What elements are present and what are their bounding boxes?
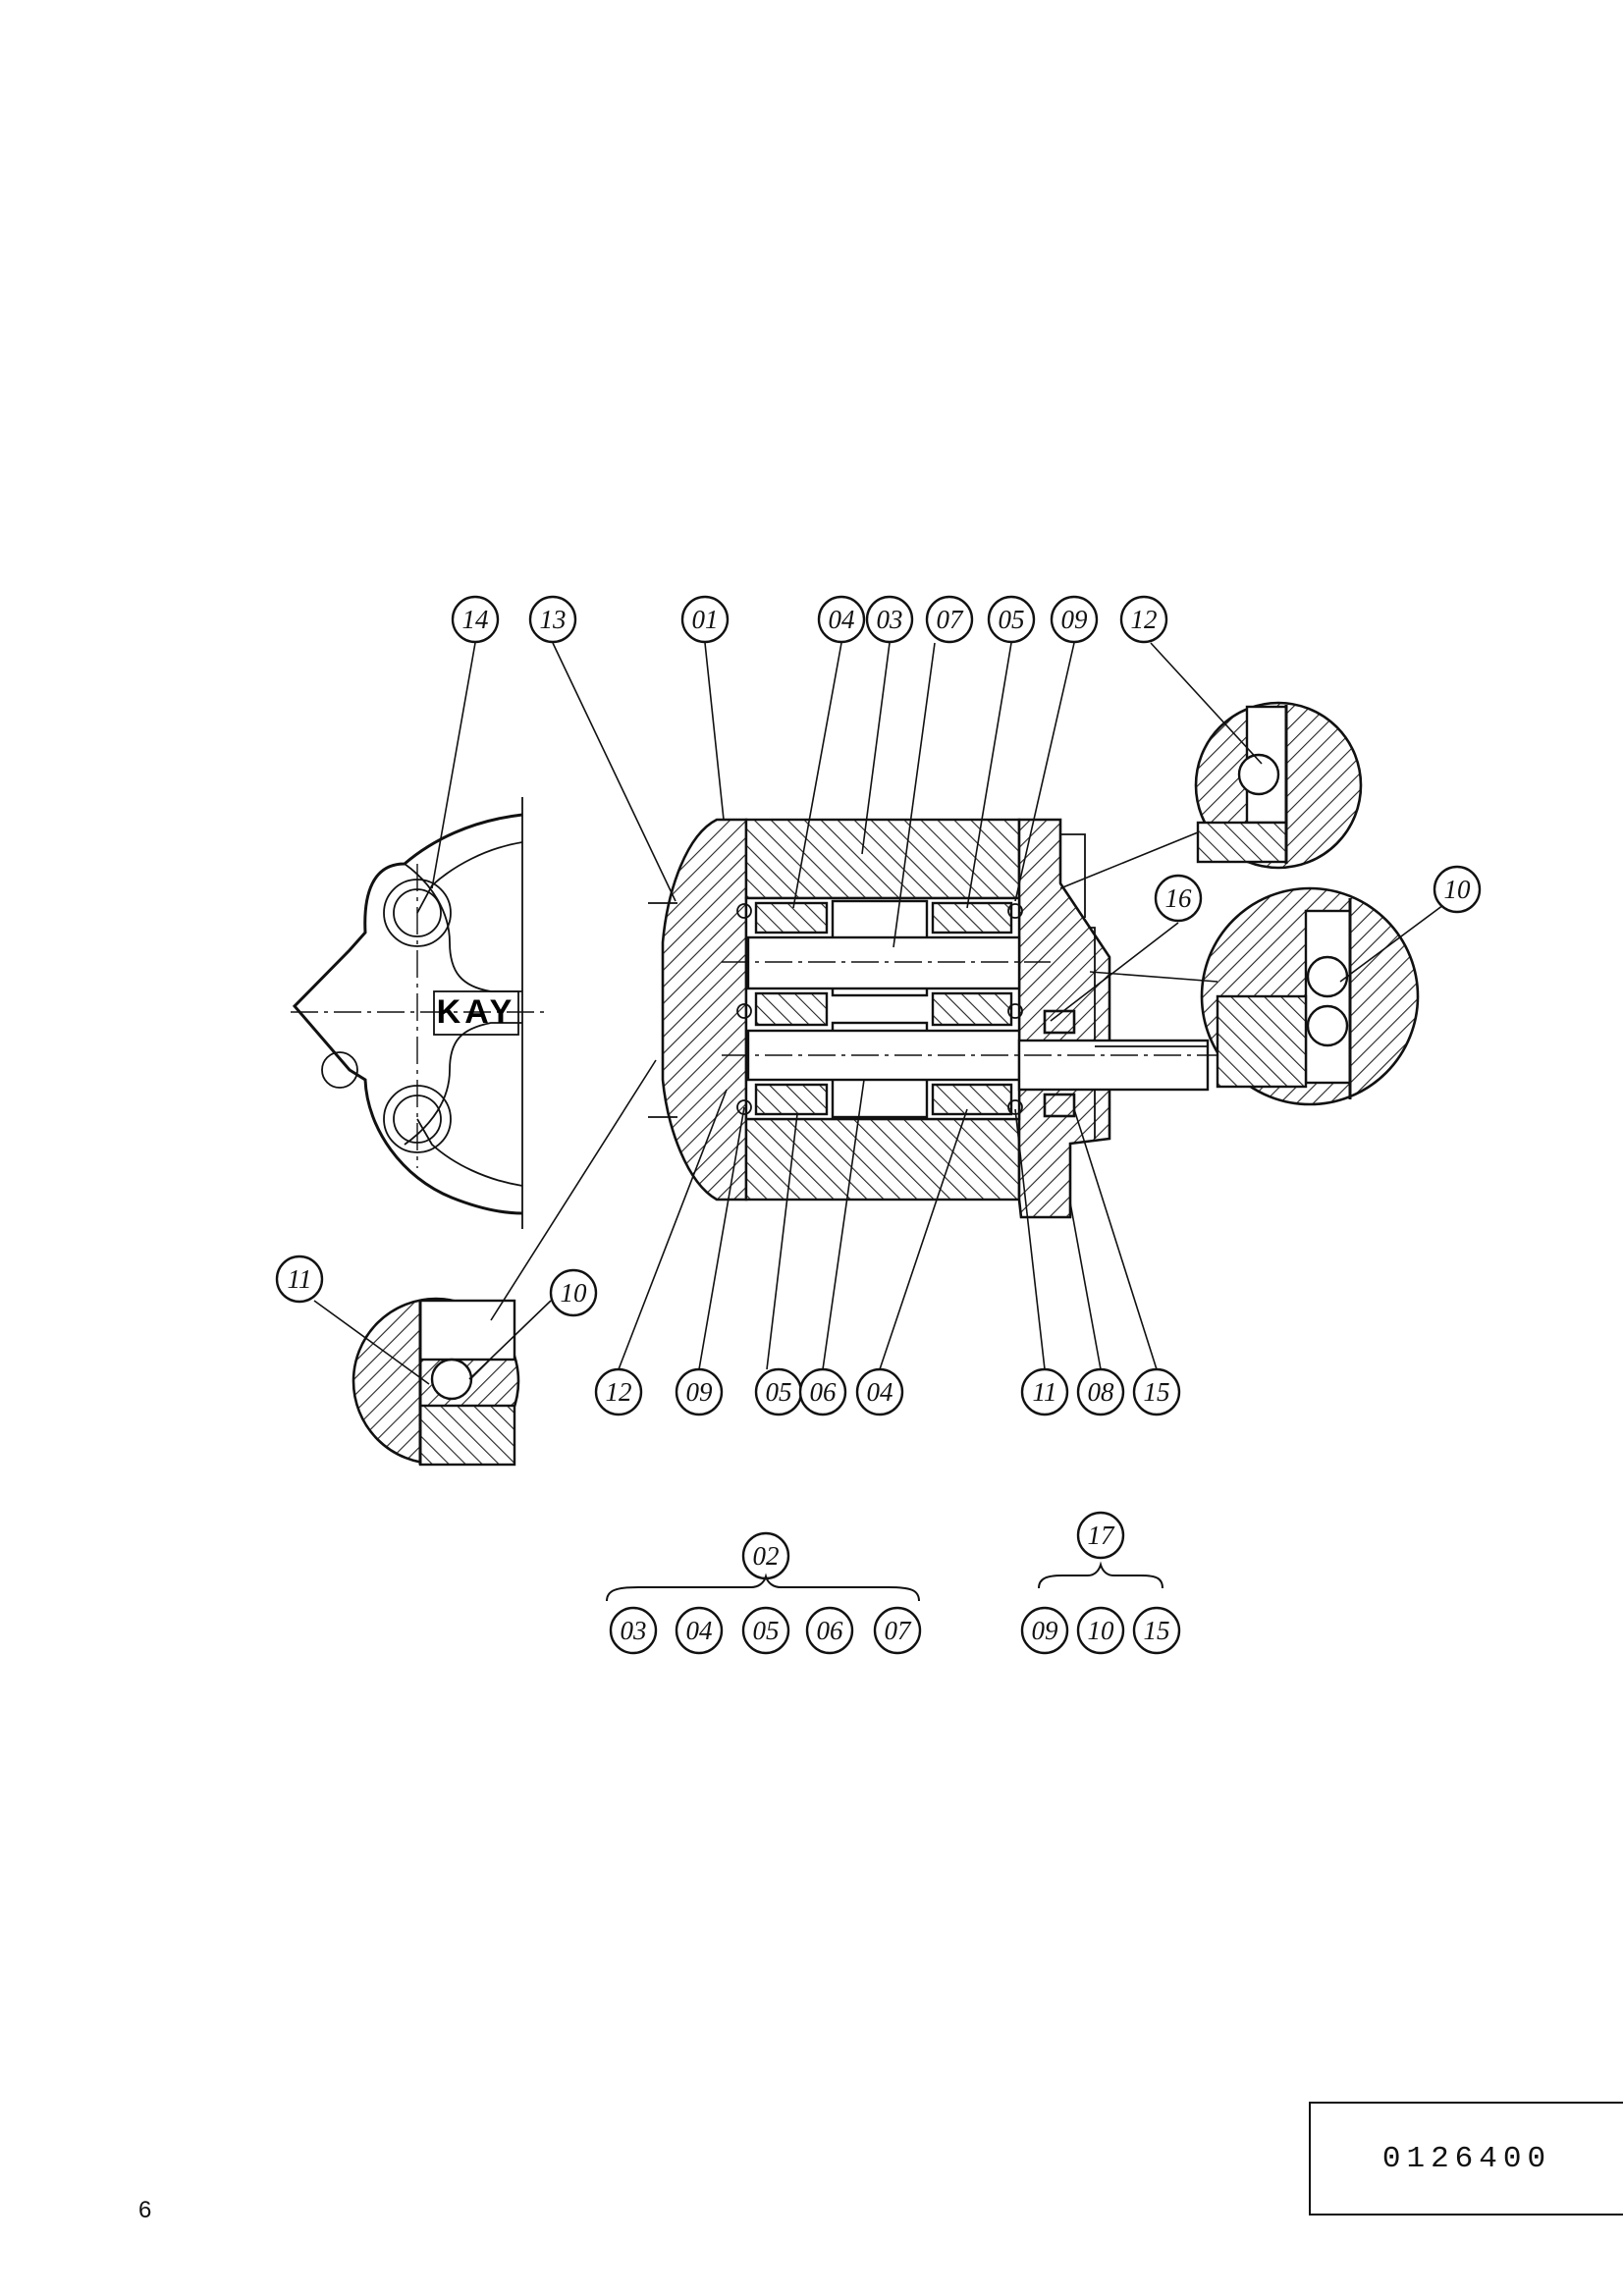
callout-09: 09 — [1050, 595, 1099, 644]
svg-text:02: 02 — [753, 1541, 780, 1571]
callouts-detail-left: 11 10 — [275, 1255, 598, 1317]
callout-04: 04 — [817, 595, 866, 644]
assembly-group-02: 02 03 04 05 06 07 — [606, 1531, 922, 1655]
svg-text:09: 09 — [1032, 1616, 1059, 1645]
callout-07: 07 — [925, 595, 974, 644]
svg-text:04: 04 — [829, 605, 855, 634]
svg-text:03: 03 — [621, 1616, 647, 1645]
callout-02-part-03: 03 — [609, 1606, 658, 1655]
svg-text:01: 01 — [692, 605, 719, 634]
svg-text:07: 07 — [937, 605, 965, 634]
callouts-bottom: 12 09 05 06 04 11 08 15 — [594, 1367, 1181, 1416]
callouts-side: 16 10 — [1154, 865, 1482, 923]
callout-11-left: 11 — [275, 1255, 324, 1304]
callout-06-bottom: 06 — [798, 1367, 847, 1416]
detail-circle-top-right — [1194, 701, 1363, 870]
svg-text:16: 16 — [1165, 883, 1193, 913]
callout-13: 13 — [528, 595, 577, 644]
section-view-pump — [648, 818, 1217, 1219]
callout-17-part-09: 09 — [1020, 1606, 1069, 1655]
svg-text:05: 05 — [999, 605, 1025, 634]
svg-text:04: 04 — [867, 1377, 893, 1407]
callout-16: 16 — [1154, 874, 1203, 923]
detail-circle-right — [1200, 886, 1420, 1106]
callout-12: 12 — [1119, 595, 1168, 644]
callout-02-part-06: 06 — [805, 1606, 854, 1655]
callout-17-part-10: 10 — [1076, 1606, 1125, 1655]
front-view-cover: KAY — [291, 797, 550, 1229]
leader-lines — [313, 642, 1444, 1385]
document-number-box: 0126400 — [1309, 2102, 1623, 2216]
svg-text:03: 03 — [877, 605, 903, 634]
callout-01: 01 — [680, 595, 730, 644]
svg-text:13: 13 — [540, 605, 567, 634]
cover-logo: KAY — [433, 990, 519, 1036]
svg-text:15: 15 — [1144, 1377, 1170, 1407]
callout-02-part-04: 04 — [675, 1606, 724, 1655]
svg-text:04: 04 — [686, 1616, 713, 1645]
callout-12-bottom: 12 — [594, 1367, 643, 1416]
callout-10-right: 10 — [1433, 865, 1482, 914]
callout-14: 14 — [451, 595, 500, 644]
cover-logo-text: KAY — [437, 993, 516, 1031]
callout-04-bottom: 04 — [855, 1367, 904, 1416]
svg-text:05: 05 — [766, 1377, 792, 1407]
page-number: 6 — [138, 2197, 152, 2223]
svg-text:15: 15 — [1144, 1616, 1170, 1645]
callout-02: 02 — [741, 1531, 790, 1580]
callout-08-bottom: 08 — [1076, 1367, 1125, 1416]
svg-text:14: 14 — [462, 605, 489, 634]
callout-05-bottom: 05 — [754, 1367, 803, 1416]
svg-text:09: 09 — [1061, 605, 1089, 634]
callout-05: 05 — [987, 595, 1036, 644]
svg-text:11: 11 — [1033, 1377, 1057, 1407]
svg-text:10: 10 — [1088, 1616, 1115, 1645]
detail-circle-left — [352, 1297, 520, 1467]
svg-text:06: 06 — [810, 1377, 838, 1407]
callout-17: 17 — [1076, 1511, 1125, 1560]
document-number: 0126400 — [1381, 2141, 1552, 2176]
svg-text:11: 11 — [288, 1264, 312, 1294]
callout-02-part-05: 05 — [741, 1606, 790, 1655]
callout-10-left: 10 — [549, 1268, 598, 1317]
svg-text:08: 08 — [1088, 1377, 1115, 1407]
svg-text:17: 17 — [1088, 1521, 1116, 1550]
svg-text:06: 06 — [817, 1616, 844, 1645]
svg-text:10: 10 — [1444, 875, 1472, 904]
callout-09-bottom: 09 — [675, 1367, 724, 1416]
callout-17-part-15: 15 — [1132, 1606, 1181, 1655]
callout-11-bottom: 11 — [1020, 1367, 1069, 1416]
svg-text:12: 12 — [606, 1377, 632, 1407]
svg-text:05: 05 — [753, 1616, 780, 1645]
callout-15-bottom: 15 — [1132, 1367, 1181, 1416]
callout-02-part-07: 07 — [873, 1606, 922, 1655]
callout-03: 03 — [865, 595, 914, 644]
assembly-group-17: 17 09 10 15 — [1020, 1511, 1181, 1655]
svg-text:07: 07 — [885, 1616, 913, 1645]
callouts-top: 14 13 01 04 03 07 05 09 12 — [451, 595, 1168, 644]
svg-text:09: 09 — [686, 1377, 714, 1407]
svg-text:10: 10 — [561, 1278, 588, 1308]
svg-text:12: 12 — [1131, 605, 1158, 634]
